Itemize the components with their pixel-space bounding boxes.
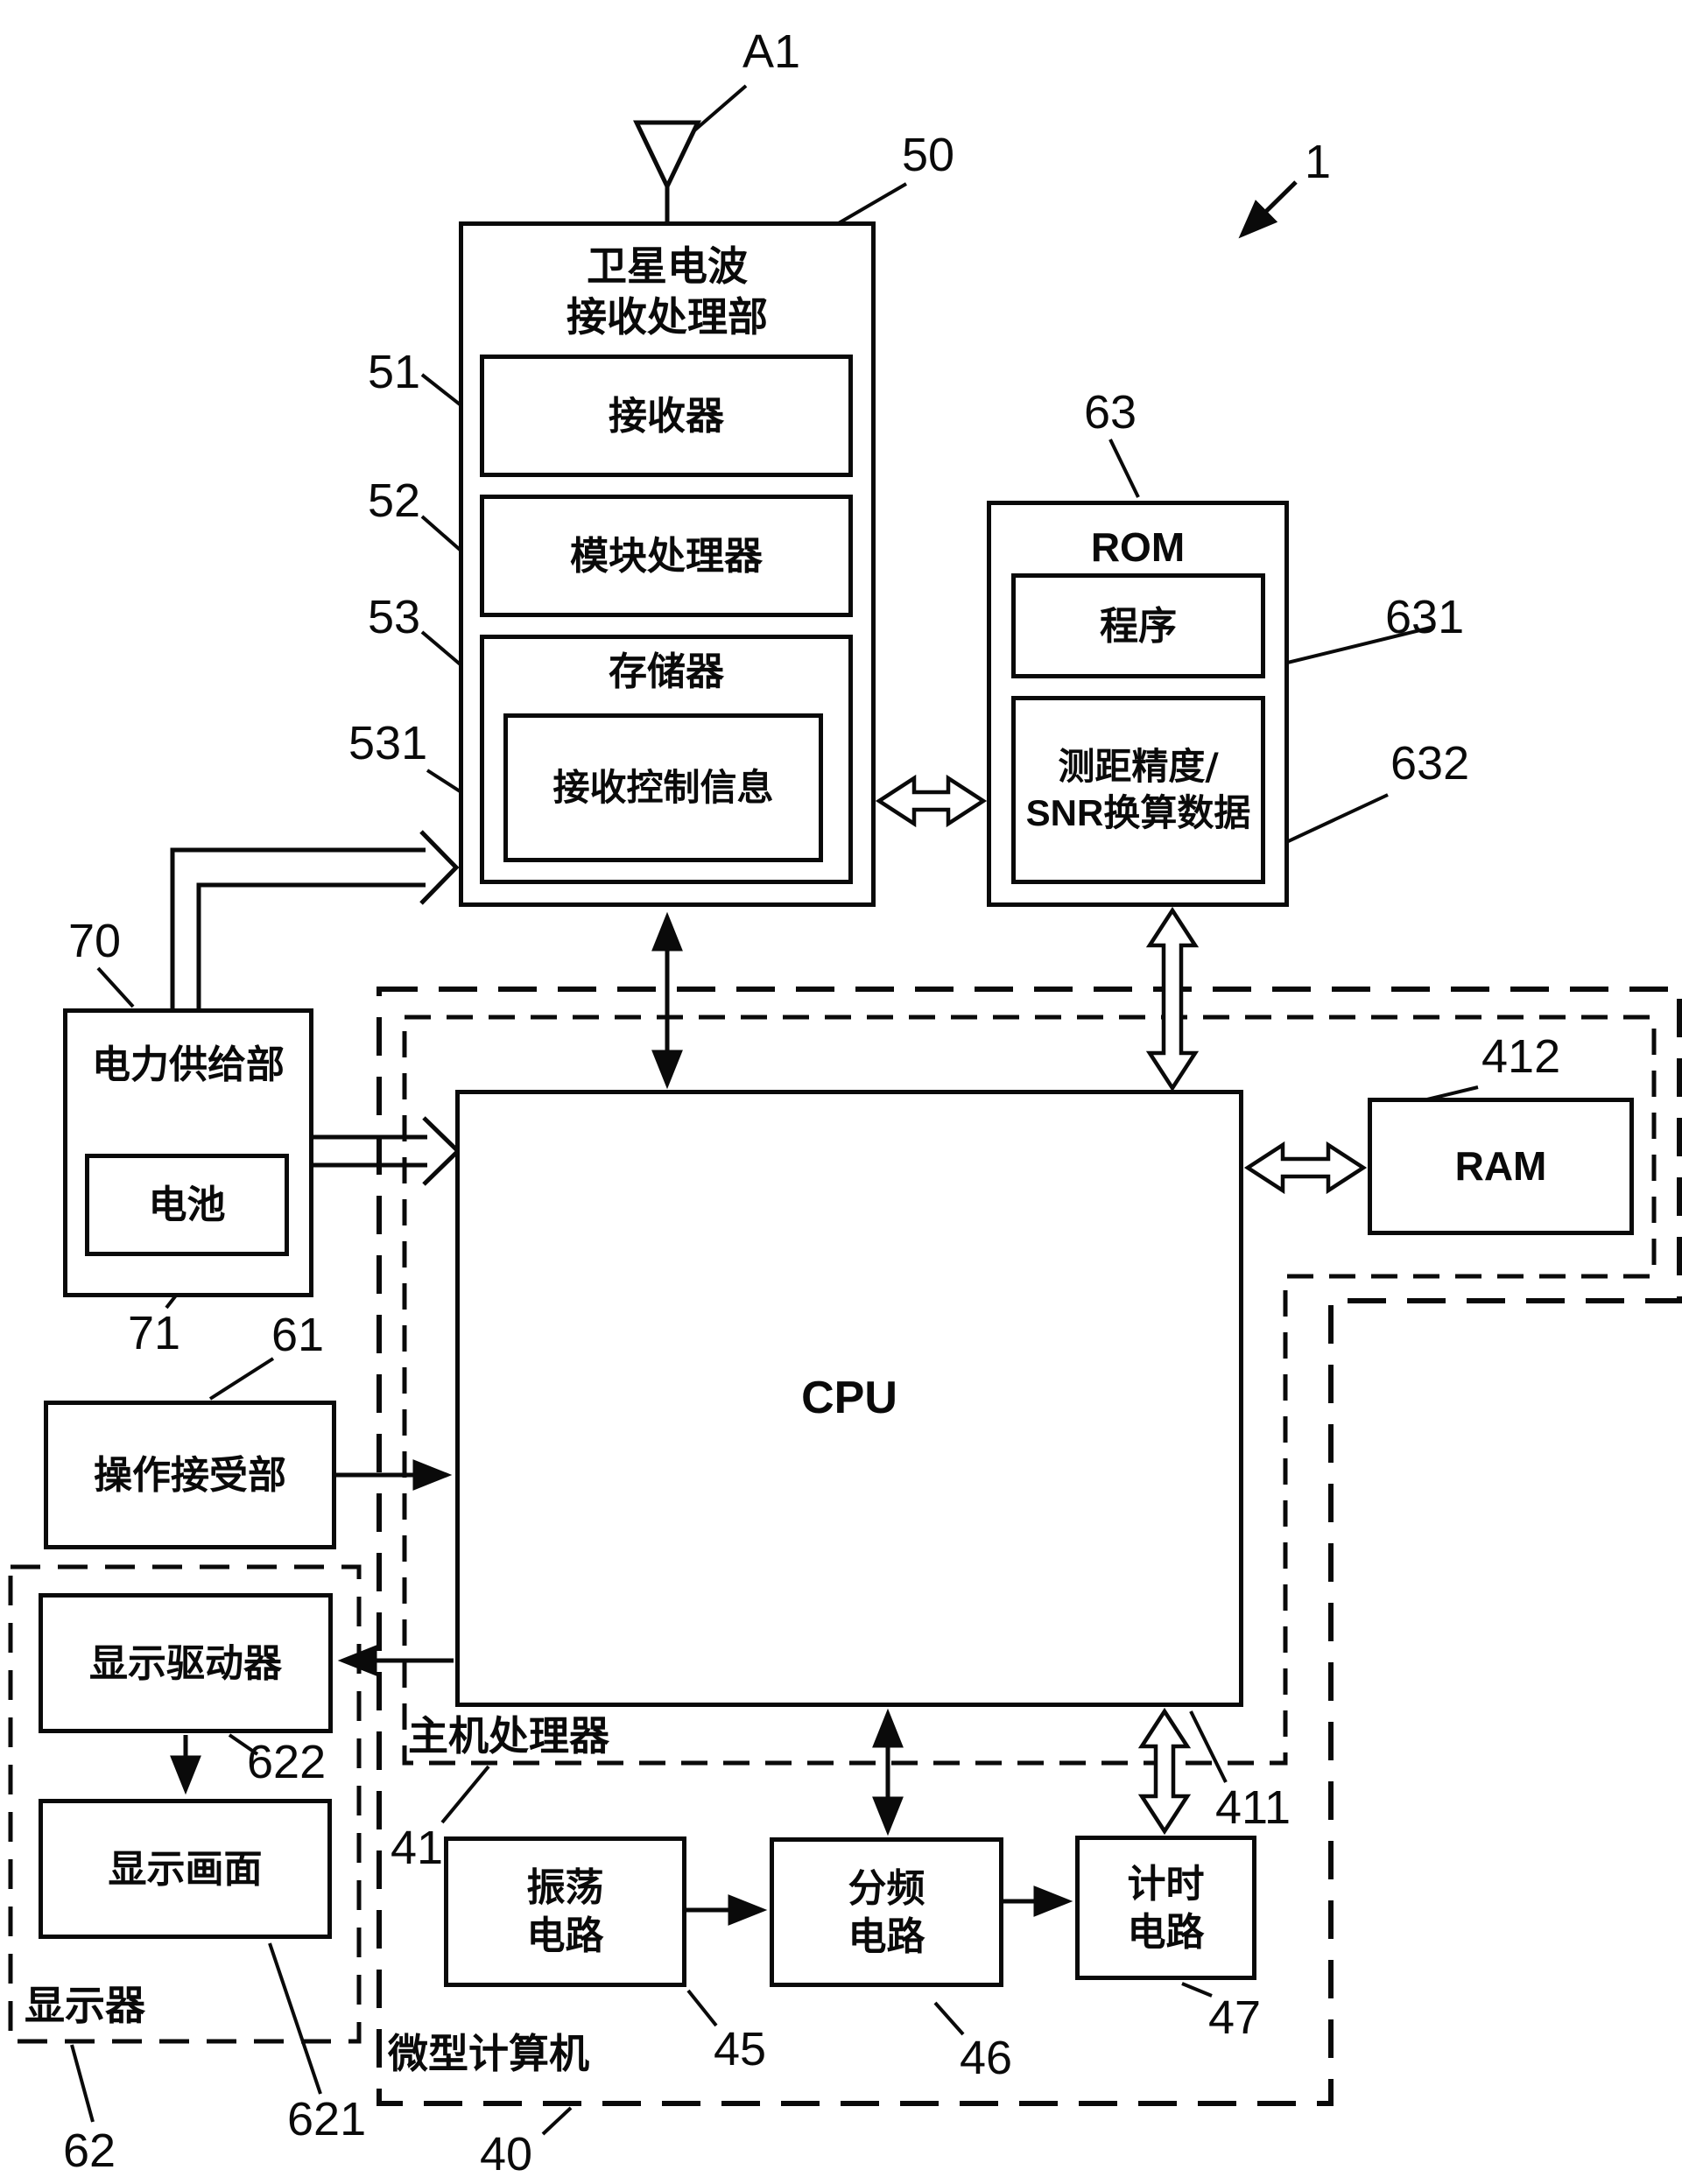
ref-71: 71: [128, 1307, 181, 1359]
hollow-arrow-rom-cpu: [1145, 906, 1200, 1092]
block-battery-label: 电池: [148, 1183, 226, 1227]
block-display-screen-label: 显示画面: [108, 1846, 263, 1892]
block-receiver: 接收器: [480, 355, 853, 477]
hollow-arrow-cpu-ram: [1243, 1141, 1368, 1195]
block-operation-reception-label: 操作接受部: [94, 1452, 286, 1498]
antenna-icon: [633, 120, 701, 192]
caption-display-unit: 显示器: [25, 1982, 145, 2029]
block-program-label: 程序: [1100, 603, 1177, 649]
block-rom-label: ROM: [1090, 524, 1186, 570]
hollow-arrow-50-rom: [875, 774, 988, 828]
dashed-box-display-unit: [8, 1564, 362, 2044]
block-ram-label: RAM: [1454, 1142, 1547, 1189]
power-feed-50-inner: [196, 882, 426, 1008]
caption-host-processor: 主机处理器: [408, 1712, 609, 1759]
ref-412: 412: [1481, 1030, 1561, 1083]
block-cpu-label: CPU: [801, 1373, 897, 1423]
block-battery: 电池: [85, 1154, 289, 1256]
block-reception-control-info: 接收控制信息: [503, 713, 823, 862]
block-power-supply-label: 电力供给部: [92, 1043, 285, 1087]
power-feed-50-head: [419, 830, 460, 905]
block-module-processor: 模块处理器: [480, 495, 853, 617]
block-display-screen: 显示画面: [39, 1799, 332, 1939]
block-timer-line2: 电路: [1127, 1909, 1205, 1955]
ref-47: 47: [1208, 1991, 1262, 2044]
ref-411: 411: [1215, 1781, 1291, 1834]
block-oscillation-line1: 振荡: [526, 1865, 604, 1910]
block-ranging-accuracy-line2: SNR换算数据: [1025, 791, 1251, 833]
block-receiver-label: 接收器: [609, 393, 724, 439]
block-divider-line2: 电路: [848, 1914, 925, 1959]
block-ranging-accuracy-snr-data: 测距精度/ SNR换算数据: [1011, 696, 1265, 884]
ref-45: 45: [714, 2023, 767, 2075]
block-ranging-accuracy-line1: 测距精度/: [1058, 745, 1219, 788]
figure-ref-arrow: [1238, 180, 1298, 239]
dashed-box-host-processor: [402, 1015, 1657, 1766]
block-satellite-title-line1: 卫星电波: [587, 242, 748, 290]
power-feed-cpu-head: [422, 1116, 461, 1186]
block-operation-reception-unit: 操作接受部: [44, 1401, 336, 1549]
ref-63: 63: [1084, 386, 1137, 439]
ref-62: 62: [63, 2124, 116, 2177]
block-oscillation-line2: 电路: [526, 1914, 604, 1958]
ref-40: 40: [480, 2128, 533, 2180]
ref-antenna: A1: [742, 25, 801, 78]
block-divider-line1: 分频: [848, 1865, 925, 1911]
block-display-driver: 显示驱动器: [39, 1593, 333, 1733]
block-reception-control-info-label: 接收控制信息: [552, 765, 774, 809]
ref-50: 50: [902, 129, 955, 181]
block-display-driver-label: 显示驱动器: [89, 1640, 282, 1686]
ref-632: 632: [1390, 737, 1470, 790]
ref-46: 46: [960, 2032, 1013, 2084]
ref-70: 70: [68, 915, 122, 967]
ref-41: 41: [391, 1822, 444, 1874]
ref-51: 51: [368, 346, 421, 398]
ref-53: 53: [368, 591, 421, 643]
ref-631: 631: [1385, 591, 1465, 643]
caption-microcomputer: 微型计算机: [388, 2030, 589, 2077]
ref-52: 52: [368, 474, 421, 527]
dashed-box-microcomputer: [377, 987, 1682, 2106]
ref-531: 531: [348, 717, 428, 769]
block-oscillation-circuit: 振荡 电路: [444, 1836, 686, 1987]
block-timer-line1: 计时: [1127, 1861, 1205, 1907]
block-ram: RAM: [1368, 1098, 1634, 1235]
hollow-arrow-cpu-timer: [1137, 1707, 1192, 1836]
ref-figure: 1: [1305, 136, 1332, 188]
ref-621: 621: [287, 2093, 367, 2145]
block-frequency-divider-circuit: 分频 电路: [770, 1837, 1003, 1987]
block-memory-label: 存储器: [609, 650, 724, 694]
block-program: 程序: [1011, 573, 1265, 678]
block-timer-circuit: 计时 电路: [1075, 1836, 1256, 1980]
ref-61: 61: [271, 1309, 325, 1361]
block-module-processor-label: 模块处理器: [570, 533, 763, 579]
block-satellite-title-line2: 接收处理部: [567, 292, 768, 341]
power-feed-50-outer: [170, 847, 426, 1008]
block-cpu: CPU: [455, 1090, 1243, 1707]
ref-622: 622: [247, 1736, 327, 1788]
